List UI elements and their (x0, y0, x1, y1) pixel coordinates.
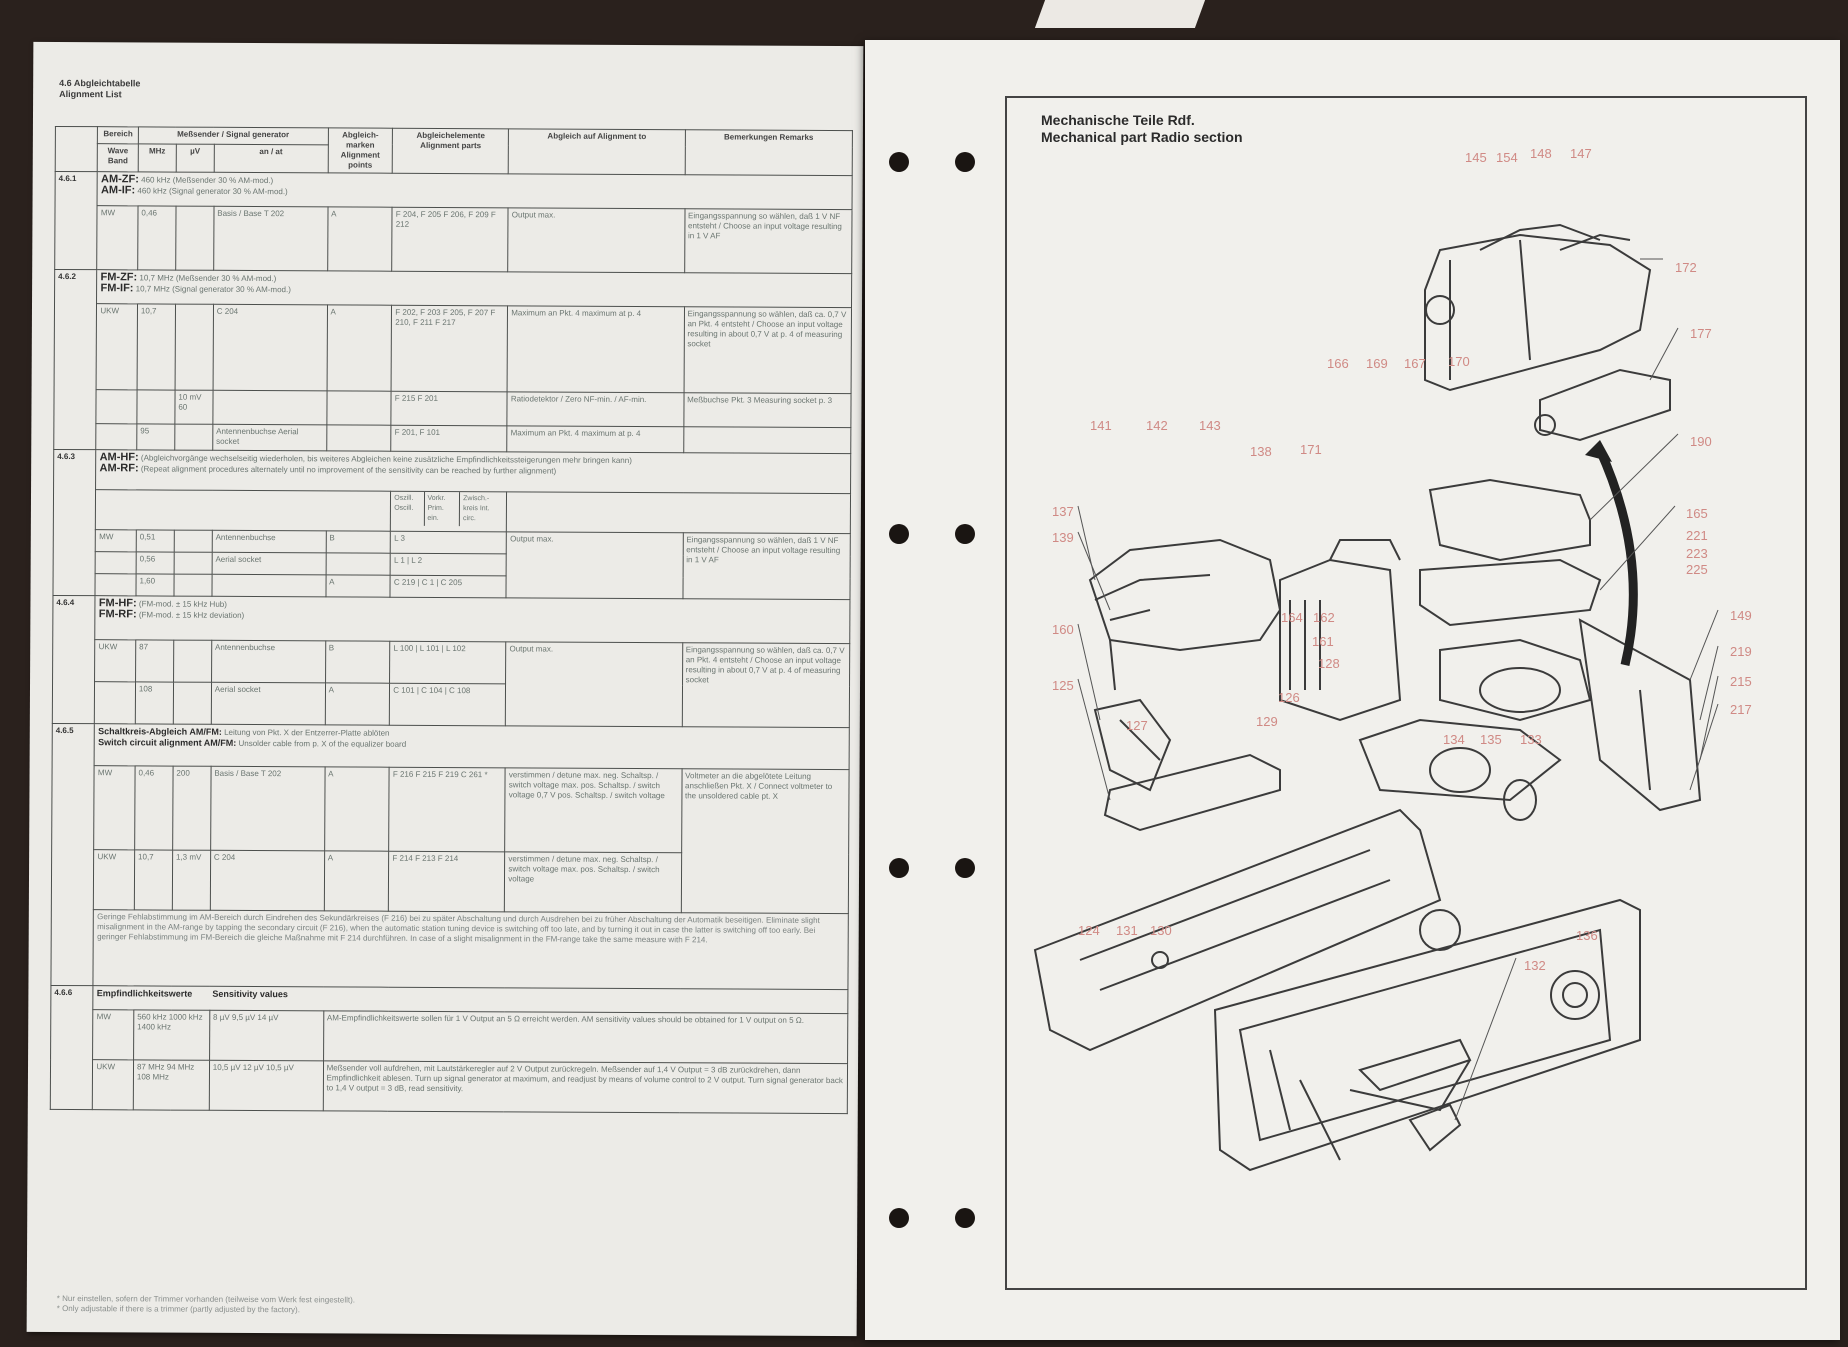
part-callout: 160 (1052, 622, 1074, 637)
part-callout: 223 (1686, 546, 1708, 561)
part-callout: 138 (1250, 444, 1272, 459)
binder-hole (955, 1208, 975, 1228)
part-callout: 136 (1576, 928, 1598, 943)
part-callout: 166 (1327, 356, 1349, 371)
part-callout: 217 (1730, 702, 1752, 717)
part-callout: 164 (1281, 610, 1303, 625)
part-callout: 127 (1126, 718, 1148, 733)
part-callout: 149 (1730, 608, 1752, 623)
part-callout: 132 (1524, 958, 1546, 973)
part-callout: 145 (1465, 150, 1487, 165)
part-callout: 141 (1090, 418, 1112, 433)
part-callout: 167 (1404, 356, 1426, 371)
binder-hole (955, 858, 975, 878)
binder-hole (889, 858, 909, 878)
binder-hole (889, 1208, 909, 1228)
part-callout: 128 (1318, 656, 1340, 671)
part-callout: 142 (1146, 418, 1168, 433)
part-callout: 129 (1256, 714, 1278, 729)
part-callout: 131 (1116, 923, 1138, 938)
part-callout: 161 (1312, 634, 1334, 649)
part-callout: 162 (1313, 610, 1335, 625)
part-callout: 170 (1448, 354, 1470, 369)
binder-hole (889, 524, 909, 544)
part-callout: 169 (1366, 356, 1388, 371)
part-callout: 133 (1520, 732, 1542, 747)
part-callout: 154 (1496, 150, 1518, 165)
part-callout: 124 (1078, 923, 1100, 938)
binder-hole (955, 524, 975, 544)
drawing-title: Mechanische Teile Rdf. Mechanical part R… (1041, 112, 1243, 145)
part-callout: 215 (1730, 674, 1752, 689)
part-callout: 165 (1686, 506, 1708, 521)
part-callout: 139 (1052, 530, 1074, 545)
binder-hole (889, 152, 909, 172)
binder-hole (955, 152, 975, 172)
part-callout: 130 (1150, 923, 1172, 938)
part-callout: 172 (1675, 260, 1697, 275)
part-callout: 190 (1690, 434, 1712, 449)
part-callout: 134 (1443, 732, 1465, 747)
part-callout: 135 (1480, 732, 1502, 747)
drawing-frame (1005, 96, 1807, 1290)
part-callout: 225 (1686, 562, 1708, 577)
part-callout: 143 (1199, 418, 1221, 433)
part-callout: 125 (1052, 678, 1074, 693)
mechanical-parts-page: Mechanische Teile Rdf. Mechanical part R… (865, 40, 1840, 1340)
part-callout: 221 (1686, 528, 1708, 543)
part-callout: 148 (1530, 146, 1552, 161)
part-callout: 171 (1300, 442, 1322, 457)
part-callout: 126 (1278, 690, 1300, 705)
part-callout: 137 (1052, 504, 1074, 519)
part-callout: 147 (1570, 146, 1592, 161)
part-callout: 219 (1730, 644, 1752, 659)
part-callout: 177 (1690, 326, 1712, 341)
